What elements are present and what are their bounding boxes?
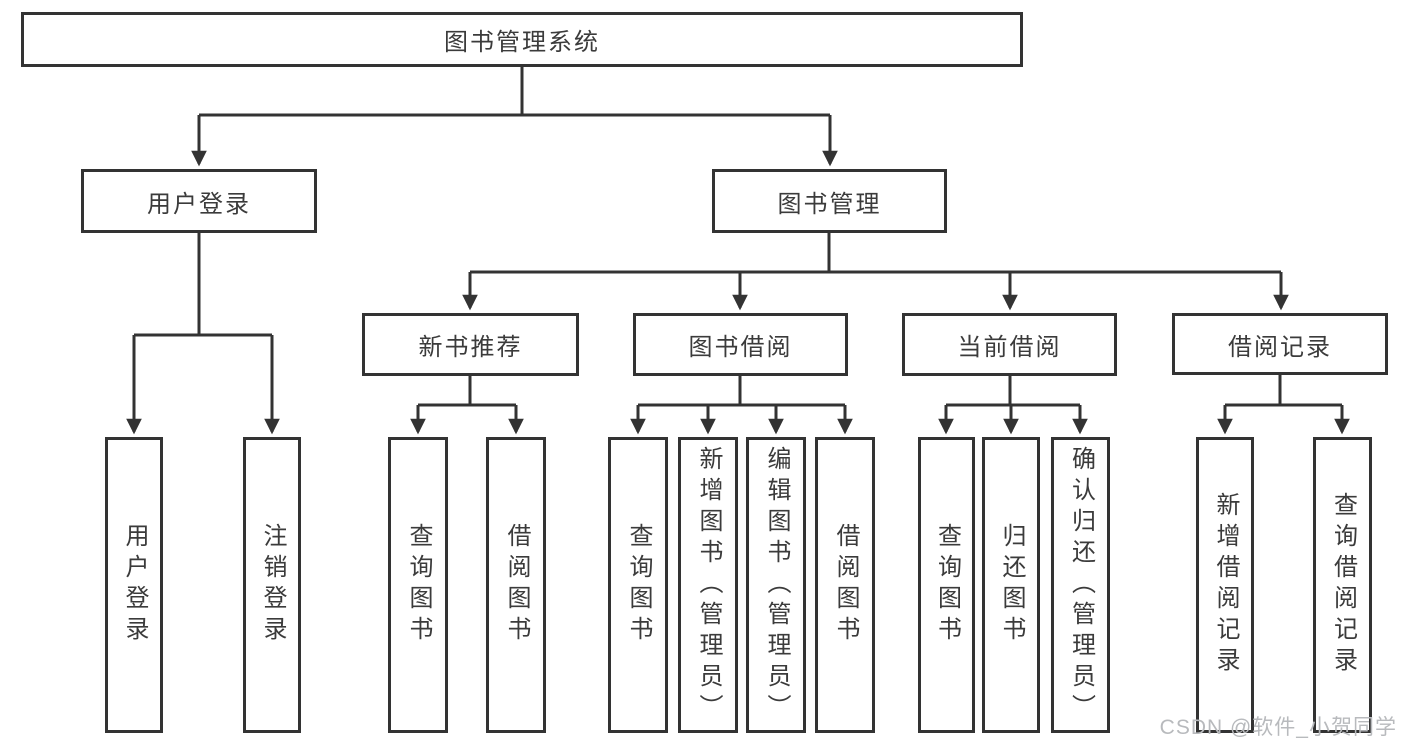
node-new-book-recommendation: 新书推荐 — [362, 313, 579, 376]
node-root-system: 图书管理系统 — [21, 12, 1023, 67]
leaf-query-books-current: 查询图书 — [918, 437, 975, 733]
leaf-confirm-return-admin: 确认归还（管理员） — [1051, 437, 1110, 733]
leaf-return-books: 归还图书 — [982, 437, 1040, 733]
leaf-edit-books-admin: 编辑图书（管理员） — [746, 437, 806, 733]
leaf-logout: 注销登录 — [243, 437, 301, 733]
leaf-user-login: 用户登录 — [105, 437, 163, 733]
leaf-borrow-books: 借阅图书 — [815, 437, 875, 733]
csdn-watermark: CSDN @软件_小贺同学 — [1159, 716, 1397, 739]
node-book-management: 图书管理 — [712, 169, 947, 233]
node-borrowing-records: 借阅记录 — [1172, 313, 1388, 375]
node-user-login: 用户登录 — [81, 169, 317, 233]
leaf-query-books-borrowing: 查询图书 — [608, 437, 668, 733]
leaf-borrow-books-recommend: 借阅图书 — [486, 437, 546, 733]
node-book-borrowing: 图书借阅 — [633, 313, 848, 376]
arrow-connectors — [126, 67, 1350, 435]
leaf-query-borrow-record: 查询借阅记录 — [1313, 437, 1372, 733]
leaf-query-books-recommend: 查询图书 — [388, 437, 448, 733]
leaf-add-books-admin: 新增图书（管理员） — [678, 437, 738, 733]
node-current-borrowing: 当前借阅 — [902, 313, 1117, 376]
leaf-add-borrow-record: 新增借阅记录 — [1196, 437, 1254, 733]
